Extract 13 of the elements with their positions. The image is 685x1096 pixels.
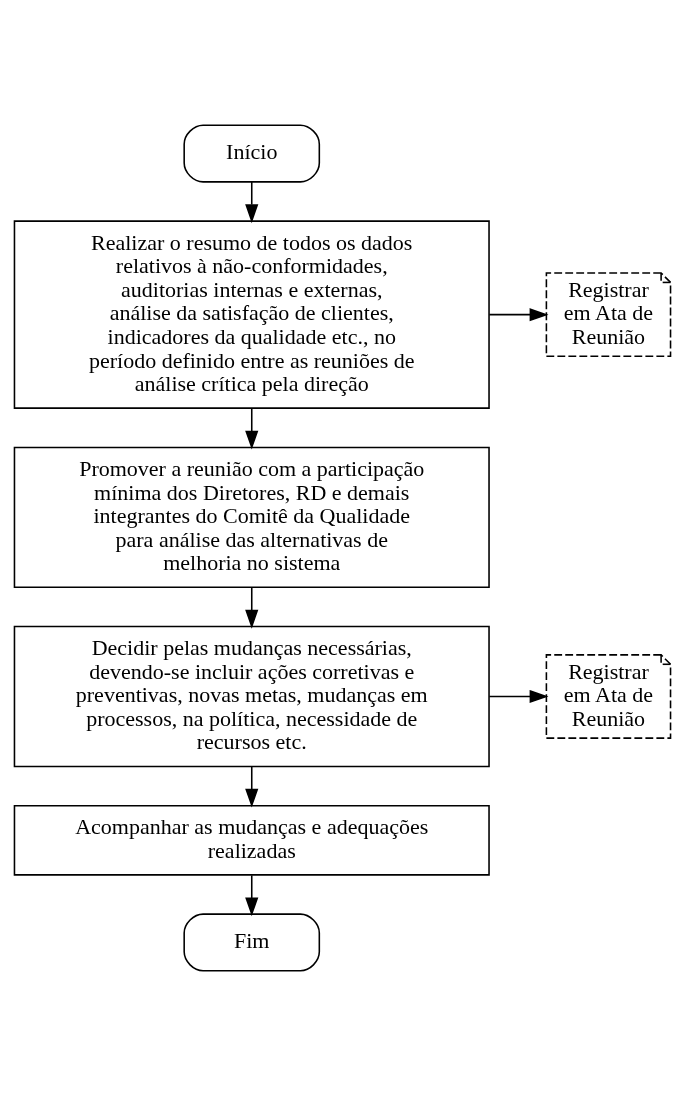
node-box: Decidir pelas mudanças necessárias, devendo-se incluir ações corretivas e preventivas, novas metas, mudanças em processos, na política, necessidade de recursos etc. (13, 625, 490, 768)
arrow (488, 308, 549, 322)
arrow (245, 407, 259, 450)
arrow (245, 586, 259, 629)
node-box: Promover a reunião com a participação mínima dos Diretores, RD e demais integrantes do Comitê da Qualidade para análise das alternativas de melhoria no sistema (13, 446, 490, 589)
node-box: Realizar o resumo de todos os dados relativos à não-conformidades, auditorias internas e externas, análise da satisfação de clientes, indicadores da qualidade etc., no período definido entre as reuniões de análise crítica pela direção (13, 220, 490, 409)
node-box: Fim (183, 913, 321, 972)
node-box: Acompanhar as mudanças e adequações realizadas (13, 804, 490, 876)
node-box: Início (183, 124, 321, 183)
arrow (488, 689, 549, 704)
arrow (245, 765, 259, 808)
arrow (245, 181, 259, 224)
arrow (245, 874, 259, 917)
